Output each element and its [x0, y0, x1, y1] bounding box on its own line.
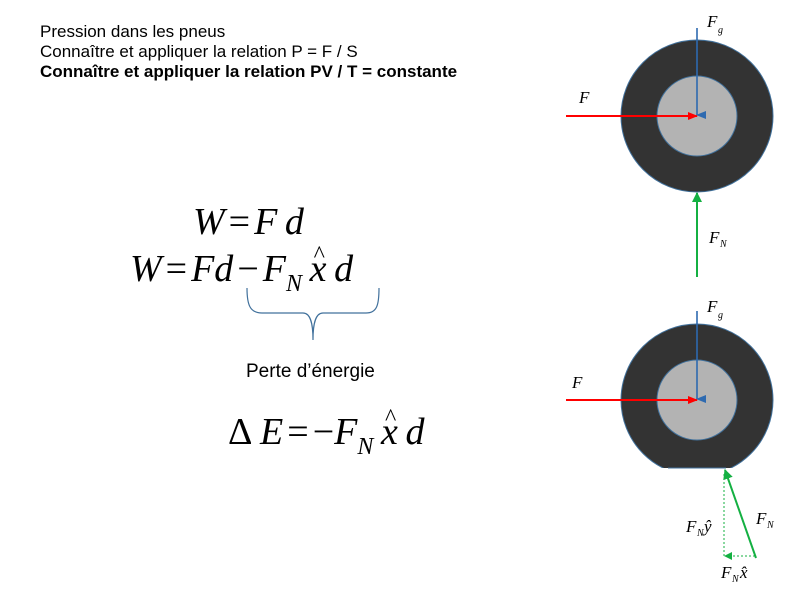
- equation-work-friction: W=Fd−FN x d: [130, 235, 354, 304]
- eq3-minus: −: [312, 411, 335, 453]
- eq3-distance: d: [405, 411, 425, 453]
- eq2-lhs: W: [130, 248, 162, 290]
- eq3-subscript: N: [357, 434, 374, 460]
- eq2-minus: −: [237, 248, 259, 290]
- label-FNy-sub: N: [696, 528, 705, 539]
- label-FN: F: [708, 228, 720, 247]
- eq2-equals: =: [165, 248, 188, 290]
- tire-diagram-flattened: F F g F N F N ŷ F N x̂: [566, 297, 775, 585]
- eq2-subscript: N: [285, 271, 302, 297]
- title-line-1: Pression dans les pneus: [40, 22, 226, 41]
- label-FNx-sub: N: [731, 574, 740, 585]
- eq1-lhs: W: [193, 201, 225, 243]
- equation-energy-loss: Δ E=−FN x d: [228, 398, 425, 467]
- label-FN-2: F: [755, 509, 767, 528]
- eq3-force-normal: F: [334, 411, 358, 453]
- label-Fg-sub: g: [718, 25, 723, 36]
- energy-loss-label: Perte d’énergie: [246, 361, 375, 382]
- label-FNx-hat: x̂: [739, 563, 748, 582]
- label-FN-sub: N: [719, 239, 728, 250]
- label-FNy-hat: ŷ: [702, 517, 712, 536]
- equation-work: W=F d: [193, 202, 304, 242]
- label-FNy: F: [685, 517, 697, 536]
- eq2-force-normal: F: [262, 248, 286, 290]
- force-normal-tilted-arrow: [723, 469, 757, 559]
- eq2-unit-x: x: [310, 235, 327, 289]
- label-F: F: [578, 88, 590, 107]
- eq3-equals: =: [287, 411, 309, 453]
- title-line-2: Connaître et appliquer la relation P = F…: [40, 42, 358, 61]
- curly-brace: [246, 287, 380, 341]
- eq1-force: F: [254, 201, 278, 243]
- title-line-3: Connaître et appliquer la relation PV / …: [40, 62, 458, 81]
- label-Fg-2: F: [706, 297, 718, 316]
- label-FN-2-sub: N: [766, 520, 775, 531]
- eq1-equals: =: [228, 201, 251, 243]
- eq2-fd: Fd: [191, 248, 234, 290]
- label-Fg: F: [706, 12, 718, 31]
- label-Fg-2-sub: g: [718, 310, 723, 321]
- eq2-distance: d: [334, 248, 354, 290]
- eq3-delta: Δ: [228, 411, 253, 453]
- label-F-2: F: [571, 373, 583, 392]
- label-FNx: F: [720, 563, 732, 582]
- eq1-distance: d: [284, 201, 304, 243]
- eq3-energy: E: [260, 411, 284, 453]
- tire-diagram-round: F F g F N: [566, 12, 774, 277]
- eq3-unit-x: x: [381, 398, 398, 452]
